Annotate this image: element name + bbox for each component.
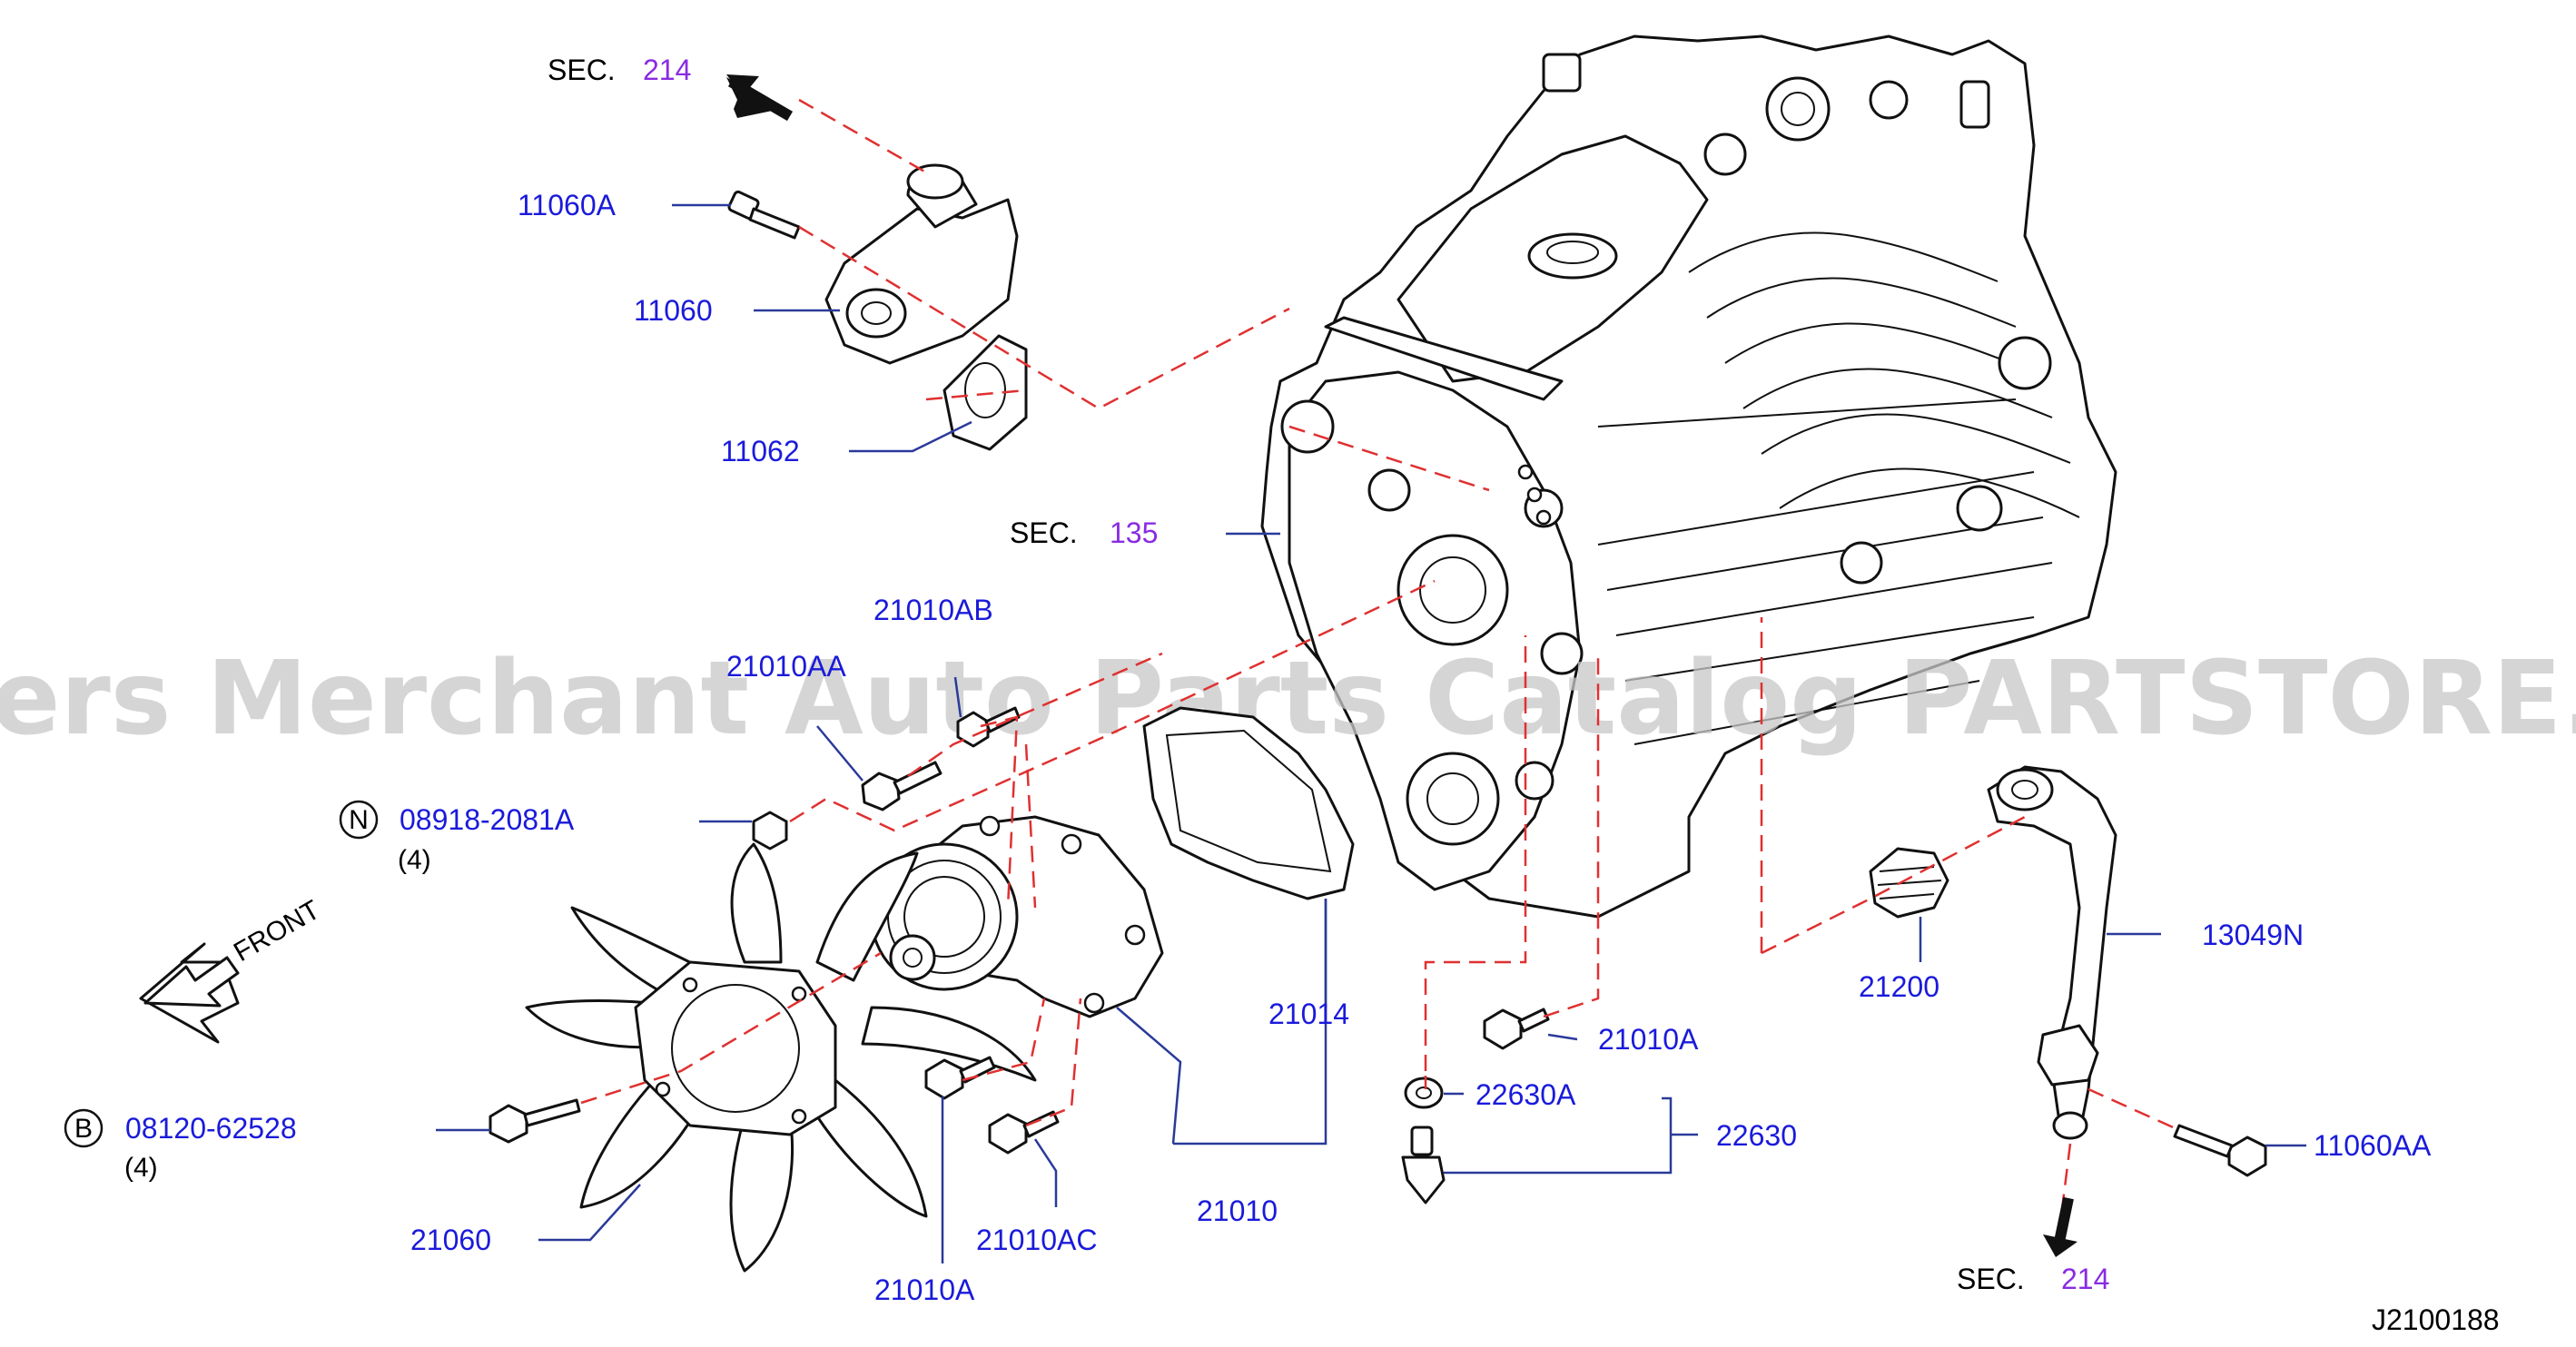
sec-135-number[interactable]: 135 <box>1110 516 1158 549</box>
marker-N-icon <box>339 800 379 840</box>
sec-135-prefix: SEC. <box>1010 516 1078 549</box>
label-21060[interactable]: 21060 <box>410 1224 491 1256</box>
water-outlet-11060 <box>824 163 1019 365</box>
label-11062[interactable]: 11062 <box>721 435 800 467</box>
bolt-11060A-icon <box>727 190 801 240</box>
label-13049N[interactable]: 13049N <box>2202 919 2304 951</box>
label-21014[interactable]: 21014 <box>1268 998 1349 1030</box>
label-22630[interactable]: 22630 <box>1716 1119 1797 1152</box>
label-21010A-mid[interactable]: 21010A <box>1598 1023 1699 1056</box>
sec-214-top-arrow-icon <box>726 74 794 122</box>
label-21010A-bottom[interactable]: 21010A <box>874 1273 975 1306</box>
callout-dashes <box>580 98 2180 1217</box>
diagram-reference: J2100188 <box>2372 1303 2500 1336</box>
sensor-22630-icon <box>1401 1126 1446 1204</box>
sec-214-bottom-number[interactable]: 214 <box>2061 1263 2109 1295</box>
front-arrow-icon <box>139 942 240 1044</box>
marker-B: B <box>74 1114 93 1144</box>
washer-22630A-icon <box>1404 1077 1444 1109</box>
sec-214-top-prefix: SEC. <box>548 54 616 86</box>
gasket-11062 <box>943 334 1028 451</box>
sec-214-bottom-prefix: SEC. <box>1957 1263 2025 1295</box>
water-pump-21010 <box>870 815 1164 1018</box>
label-21200[interactable]: 21200 <box>1859 970 1939 1003</box>
qty-08120: (4) <box>124 1153 158 1183</box>
label-11060A[interactable]: 11060A <box>518 189 617 221</box>
sec-214-bottom-arrow-icon <box>2043 1196 2078 1257</box>
label-11060AA[interactable]: 11060AA <box>2314 1129 2432 1162</box>
cooling-fan-21060 <box>525 842 1037 1273</box>
label-08918-2081A[interactable]: 08918-2081A <box>400 803 575 836</box>
bolt-21010A-mid-icon <box>1483 1008 1550 1050</box>
label-21010AB[interactable]: 21010AB <box>873 594 993 626</box>
bolt-21010AB-icon <box>956 706 1021 748</box>
nut-08918-icon <box>752 811 788 850</box>
water-pipe-13049N <box>1987 765 2117 1140</box>
label-21010AA[interactable]: 21010AA <box>726 650 846 683</box>
sec-214-top-number[interactable]: 214 <box>643 54 691 86</box>
label-22630A[interactable]: 22630A <box>1476 1078 1576 1111</box>
leader-lines <box>436 203 2306 1263</box>
label-21010AC[interactable]: 21010AC <box>976 1224 1097 1256</box>
gasket-21014 <box>1142 706 1355 900</box>
thermostat-21200 <box>1869 847 1949 919</box>
watermark: Offers Merchant Auto Parts Catalog PARTS… <box>0 640 2576 758</box>
qty-08918: (4) <box>398 845 431 875</box>
bolt-08120-icon <box>489 1098 581 1144</box>
label-08120-62528[interactable]: 08120-62528 <box>125 1112 297 1145</box>
front-label: FRONT <box>229 895 325 968</box>
label-11060[interactable]: 11060 <box>634 294 713 327</box>
bolt-11060AA-icon <box>2173 1124 2267 1177</box>
marker-B-icon <box>64 1108 104 1148</box>
bolt-21010AA-icon <box>861 761 943 811</box>
label-21010[interactable]: 21010 <box>1197 1195 1278 1227</box>
engine-block-illustration <box>1260 34 2117 919</box>
bolt-21010A-bottom-icon <box>924 1056 996 1100</box>
bolt-21010AC-icon <box>988 1110 1060 1155</box>
marker-N: N <box>349 805 369 835</box>
